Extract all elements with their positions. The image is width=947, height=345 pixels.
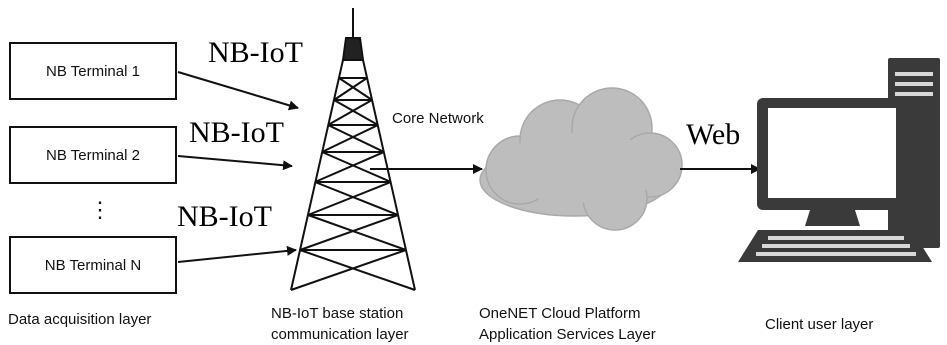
- protocol-label-1: NB-IoT: [208, 36, 303, 69]
- protocol-label-web: Web: [686, 118, 741, 151]
- terminal-label-1: NB Terminal 1: [46, 62, 140, 80]
- layer-caption-client: Client user layer: [765, 316, 874, 333]
- terminal-box-2: NB Terminal 2: [9, 126, 177, 184]
- layer-caption-base-station: NB-IoT base station communication layer: [271, 303, 409, 345]
- protocol-label-2: NB-IoT: [189, 116, 284, 149]
- protocol-label-3: NB-IoT: [177, 200, 272, 233]
- layer-caption-base-station-line1: NB-IoT base station: [271, 305, 404, 322]
- terminal-label-2: NB Terminal 2: [46, 146, 140, 164]
- terminal-label-n: NB Terminal N: [44, 256, 142, 274]
- layer-caption-cloud-line1: OneNET Cloud Platform: [479, 305, 641, 322]
- layer-caption-acquisition: Data acquisition layer: [8, 311, 152, 328]
- layer-caption-base-station-line2: communication layer: [271, 326, 409, 343]
- desktop-computer-icon: [738, 58, 940, 262]
- layer-caption-cloud-line2: Application Services Layer: [479, 326, 656, 343]
- terminal-ellipsis: ⋮: [89, 197, 111, 222]
- cell-tower-icon: [290, 8, 416, 291]
- layer-caption-cloud: OneNET Cloud Platform Application Servic…: [479, 303, 656, 345]
- arrow-terminal2-to-tower: [177, 155, 293, 171]
- terminal-box-n: NB Terminal N: [9, 236, 177, 294]
- arrow-terminal1-to-tower: [177, 71, 299, 111]
- arrow-terminaln-to-tower: [177, 245, 297, 263]
- core-network-label: Core Network: [392, 110, 484, 127]
- terminal-box-1: NB Terminal 1: [9, 42, 177, 100]
